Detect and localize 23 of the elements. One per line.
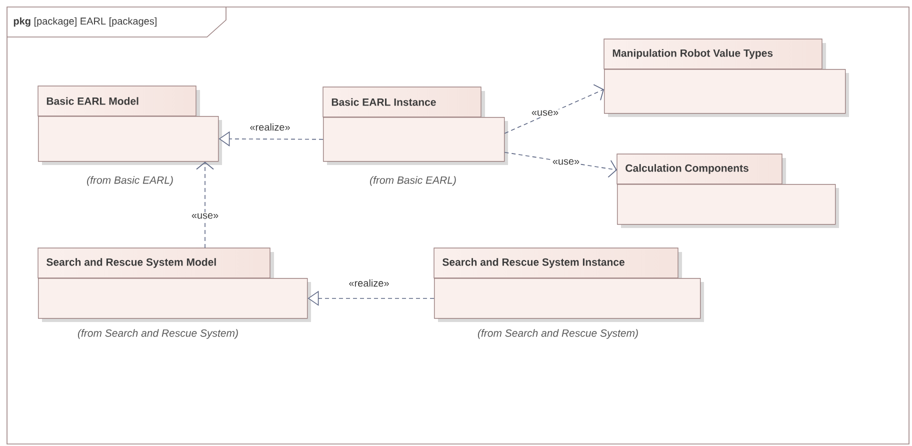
node-label: Basic EARL Instance — [332, 98, 436, 106]
edge-label: «use» — [190, 212, 220, 220]
package-box: Basic EARL Instance — [322, 86, 508, 165]
edge-label: «use» — [551, 158, 581, 166]
package-box: Calculation Components — [616, 154, 839, 228]
package-box: Basic EARL Model — [38, 86, 222, 165]
dependency-arrow — [504, 84, 604, 134]
node-label: Basic EARL Model — [46, 97, 138, 105]
dependency-arrow — [196, 162, 214, 248]
node-label: Search and Rescue System Model — [46, 258, 216, 268]
package-box: Search and Rescue System Instance — [434, 248, 704, 322]
package-box: Manipulation Robot Value Types — [604, 38, 849, 117]
edge-label: «use» — [530, 109, 560, 117]
package-origin: (from Search and Rescue System) — [478, 329, 638, 339]
package-box: Search and Rescue System Model — [38, 248, 311, 322]
node-label: Manipulation Robot Value Types — [612, 49, 773, 59]
edge-label: «realize» — [348, 278, 390, 288]
node-label: Search and Rescue System Instance — [442, 258, 624, 268]
package-origin: (from Search and Rescue System) — [78, 329, 238, 339]
package-origin: (from Basic EARL) — [87, 176, 173, 186]
package-origin: (from Basic EARL) — [370, 176, 456, 186]
node-label: Calculation Components — [626, 164, 748, 174]
edge-label: «realize» — [248, 122, 292, 132]
